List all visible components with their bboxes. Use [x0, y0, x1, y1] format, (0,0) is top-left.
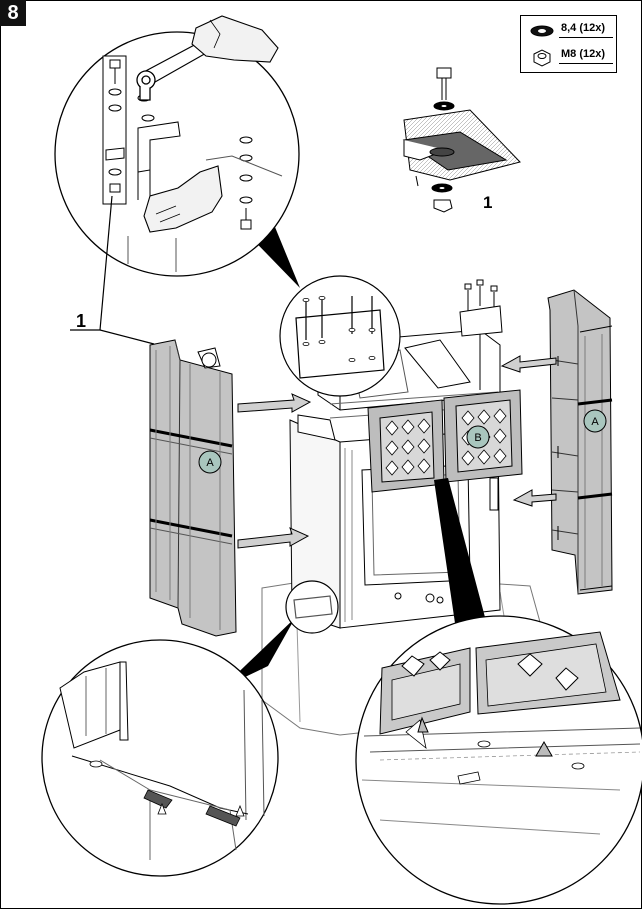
- detail-circle-wrench: [54, 15, 300, 277]
- marker-a-left: [198, 450, 222, 474]
- decor-diamond: [477, 409, 491, 425]
- decor-diamond: [385, 440, 399, 456]
- side-panel-left: [149, 339, 237, 637]
- bolts-top-right: [459, 279, 503, 337]
- decor-diamond: [385, 460, 399, 476]
- legend-row-washer: 8,4 (12x): [521, 19, 616, 45]
- arrow-right-top: [500, 355, 557, 373]
- decor-diamond: [385, 420, 399, 436]
- detail-circle-bottom-left: [41, 639, 279, 877]
- decor-diamond: [417, 458, 431, 474]
- zoom-circle-bottom-small: [285, 580, 339, 634]
- marker-a-right-label: A: [591, 416, 599, 428]
- decor-diamond: [401, 439, 415, 455]
- zoom-circle-top-small: [279, 275, 401, 397]
- marker-a-right: [583, 409, 607, 433]
- hex-nut-icon: [533, 49, 551, 67]
- decor-diamond: [477, 449, 491, 465]
- decor-diamond: [493, 408, 507, 424]
- legend-nut-label: M8 (12x): [561, 48, 606, 60]
- decor-diamond: [417, 438, 431, 454]
- side-panel-right: [547, 289, 613, 595]
- decor-diamond: [461, 450, 475, 466]
- panel-markers: [198, 409, 607, 474]
- decor-diamond: [493, 428, 507, 444]
- arrow-left-bottom: [237, 527, 310, 549]
- arrow-right-bottom: [512, 489, 557, 507]
- decor-diamond: [461, 410, 475, 426]
- callout-1-leader: [70, 195, 155, 345]
- arrow-left-top: [237, 393, 312, 413]
- detail-bolt-exploded: [402, 67, 521, 213]
- decor-diamond: [401, 419, 415, 435]
- parts-legend: 8,4 (12x) M8 (12x): [520, 15, 617, 73]
- marker-b-label: B: [474, 432, 481, 444]
- detail-circle-bottom-right: [355, 615, 642, 905]
- legend-row-nut: M8 (12x): [521, 46, 616, 72]
- washer-icon: [530, 25, 554, 37]
- step-number-badge: 8: [0, 0, 26, 26]
- callout-1-left: 1: [76, 311, 86, 331]
- decor-diamond: [493, 448, 507, 464]
- marker-b: [466, 425, 490, 449]
- marker-a-left-label: A: [206, 457, 214, 469]
- legend-washer-label: 8,4 (12x): [561, 22, 606, 34]
- decor-diamond: [401, 459, 415, 475]
- callout-1-top: 1: [483, 193, 492, 212]
- insert-arrows: [237, 355, 557, 549]
- decor-diamond: [417, 418, 431, 434]
